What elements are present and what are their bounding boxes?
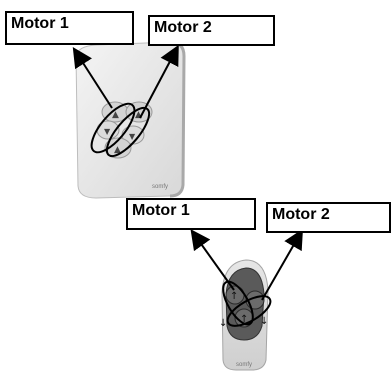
remote-motor-1-highlight [222,280,254,326]
remote-motor-2-highlight [226,295,272,327]
remote-up-icon-2: ↑ [240,314,248,325]
wall-switch-motor-2-highlight [105,106,151,158]
wall-switch-down-icon-2: ▼ [129,132,136,141]
wall-switch-up-icon-3: ▲ [114,145,121,155]
wall-switch-motor-2-label: Motor 2 [148,15,275,46]
remote-down-icon-1: ↓ [219,318,227,329]
remote-brand-logo: somfy [236,362,252,368]
wall-switch-motor-2-arrow [139,44,179,119]
wall-switch-down-icon-1: ▼ [104,127,111,136]
remote-device: ↑ ↑ ↓ ↓ somfy [219,259,269,371]
remote-motor-1-label: Motor 1 [126,198,256,230]
remote-motor-2-label: Motor 2 [266,202,391,233]
wall-switch-brand-logo: somfy [152,184,168,190]
wall-switch-motor-1-highlight [90,102,136,154]
remote-motor-2-arrow [261,228,303,301]
wall-switch-motor-1-arrow [72,46,113,109]
wall-switch-motor-1-label: Motor 1 [5,11,134,45]
remote-motor-1-arrow [190,229,235,291]
remote-down-icon-2: ↓ [260,316,268,327]
remote-up-icon-1: ↑ [230,291,238,302]
wall-switch-up-icon-1: ▲ [112,110,119,120]
wall-switch-up-icon-2: ▲ [135,110,142,120]
